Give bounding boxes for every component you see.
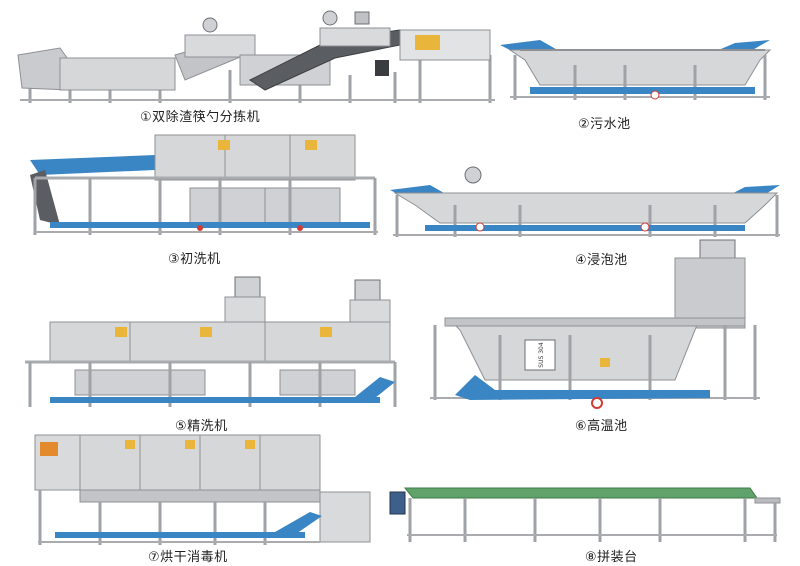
machine-8-illustration [389,487,781,542]
machine-6-illustration: SUS 304 [430,239,760,409]
machine-8-caption: ⑧拼装台 [585,550,638,565]
machine-4-soaking-tank: ④浸泡池 [385,165,785,270]
motor-icon [389,491,406,515]
machine-6-caption: ⑥高温池 [575,419,628,434]
machine-5-illustration [25,276,397,407]
machine-4-caption: ④浸泡池 [575,253,628,268]
machine-1-illustration [17,10,495,103]
machine-2-sewage-tank: ②污水池 [500,35,780,135]
machine-4-illustration [390,166,780,237]
machine-1-sorter: ①双除渣筷勺分拣机 [0,0,500,125]
machine-3-illustration [30,134,378,235]
machine-7-caption: ⑦烘干消毒机 [148,550,228,565]
machine-6-high-temp-tank: SUS 304 ⑥高温池 [420,239,770,435]
motor-icon [202,10,370,33]
machine-3-initial-washer: ③初洗机 [20,130,390,270]
machine-2-illustration [500,40,772,100]
warning-label-icon [218,140,317,150]
warning-label-icon [115,327,332,337]
machine-7-illustration [34,434,371,545]
machine-5-fine-washer: ⑤精洗机 [20,272,400,434]
machine-1-caption: ①双除渣筷勺分拣机 [140,110,261,125]
motor-icon [464,166,482,184]
warning-label-icon [600,358,610,367]
machine-7-dryer-sterilizer: ⑦烘干消毒机 [30,430,385,566]
drain-valve-icon [650,90,660,100]
machine-2-caption: ②污水池 [578,117,631,132]
machine-3-caption: ③初洗机 [168,252,221,267]
drain-valve-icon [591,397,603,409]
machine-5-caption: ⑤精洗机 [175,419,228,434]
machine-8-assembly-table: ⑧拼装台 [385,480,785,566]
motor-icon [234,276,381,301]
motor-icon [699,239,736,259]
tank-material-label: SUS 304 [538,342,545,368]
